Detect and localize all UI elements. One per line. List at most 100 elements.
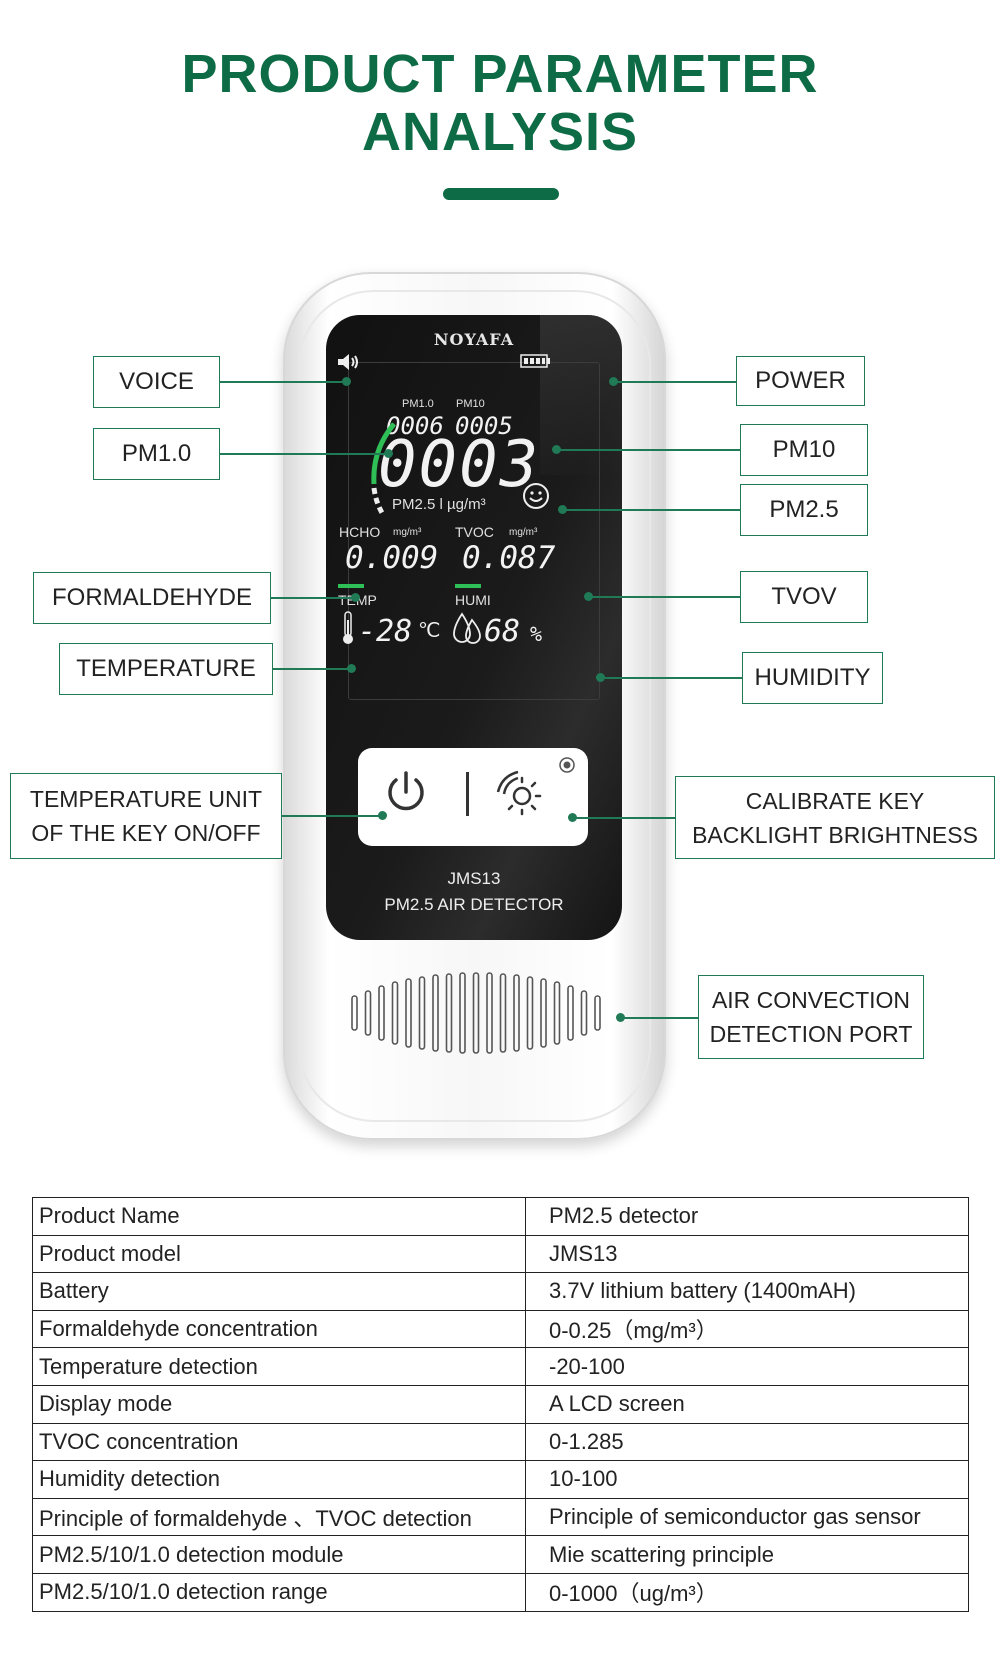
leader-dot-calibrate — [568, 813, 577, 822]
temp-unit: ℃ — [418, 618, 441, 642]
leader-formaldehyde — [271, 597, 355, 599]
leader-pm10 — [556, 449, 740, 451]
backlight-button[interactable] — [494, 768, 544, 816]
humi-label: HUMI — [455, 592, 491, 608]
title-underline — [443, 188, 559, 200]
model-name: PM2.5 AIR DETECTOR — [384, 895, 564, 914]
vent-slot — [540, 978, 547, 1048]
leader-dot-tvov — [584, 592, 593, 601]
vent-slot — [405, 978, 412, 1048]
spec-value: Mie scattering principle — [525, 1535, 969, 1574]
callout-air-port-line1: AIR CONVECTION — [711, 987, 911, 1013]
temp-value: -28 — [358, 614, 413, 649]
vent-slot — [459, 972, 466, 1054]
calibrate-key-icon[interactable] — [558, 756, 576, 774]
pm1-value: 0006 — [386, 412, 444, 440]
callout-air-port-line2: DETECTION PORT — [709, 1021, 913, 1047]
vent-slot — [391, 981, 399, 1045]
humidity-drop-icon — [453, 612, 481, 644]
leader-dot-humidity — [596, 673, 605, 682]
page-title: PRODUCT PARAMETER ANALYSIS — [0, 45, 1000, 161]
title-line-2: ANALYSIS — [361, 102, 639, 162]
leader-temperature-unit — [282, 815, 382, 817]
leader-dot-temperature-unit — [378, 811, 387, 820]
table-row: Principle of formaldehyde 、TVOC detectio… — [32, 1497, 969, 1537]
button-divider — [466, 772, 469, 816]
humi-unit: % — [530, 622, 543, 646]
spec-value: JMS13 — [525, 1234, 969, 1274]
power-button[interactable] — [382, 768, 430, 816]
spec-value: 3.7V lithium battery (1400mAH) — [525, 1272, 969, 1311]
callout-temperature-unit-line1: TEMPERATURE UNIT — [29, 786, 263, 812]
button-bar — [358, 748, 588, 846]
callout-pm1: PM1.0 — [93, 428, 220, 480]
tvoc-level-bar — [455, 584, 481, 588]
table-row: Temperature detection-20-100 — [32, 1347, 969, 1386]
callout-temperature-unit-line2: OF THE KEY ON/OFF — [31, 820, 261, 846]
callout-pm25: PM2.5 — [740, 484, 868, 536]
callout-calibrate-line1: CALIBRATE KEY — [745, 787, 925, 814]
callout-tvov: TVOV — [740, 571, 868, 623]
spec-key: Principle of formaldehyde 、TVOC detectio… — [32, 1497, 526, 1537]
spec-key: Product model — [32, 1234, 526, 1274]
pm1-label: PM1.0 — [402, 398, 434, 410]
spec-key: Battery — [32, 1272, 526, 1311]
spec-key: Humidity detection — [32, 1460, 526, 1499]
vent-slot — [378, 985, 385, 1041]
spec-key: Temperature detection — [32, 1347, 526, 1386]
spec-value: 0-0.25（mg/m³） — [525, 1309, 969, 1349]
device-bezel — [298, 290, 651, 1122]
vent-slot — [567, 985, 574, 1041]
hcho-unit: mg/m³ — [393, 527, 422, 538]
vent-slot — [526, 976, 534, 1050]
callout-temperature: TEMPERATURE — [59, 643, 273, 695]
leader-power — [612, 381, 736, 383]
vent-slot — [513, 974, 520, 1052]
spec-key: Formaldehyde concentration — [32, 1309, 526, 1349]
leader-humidity — [600, 677, 742, 679]
spec-value: -20-100 — [525, 1347, 969, 1386]
vent-slot — [553, 981, 561, 1045]
vent-slot — [499, 973, 507, 1053]
leader-pm1 — [220, 453, 388, 455]
callout-temperature-unit: TEMPERATURE UNIT OF THE KEY ON/OFF — [10, 773, 282, 859]
pm10-value: 0005 — [455, 412, 513, 440]
model-number: JMS13 — [447, 869, 501, 888]
vent-slot — [432, 974, 439, 1052]
spec-value: Principle of semiconductor gas sensor — [525, 1497, 969, 1537]
vent-slot — [418, 976, 426, 1050]
vent-slot — [364, 990, 372, 1036]
vent-slot — [486, 972, 493, 1054]
spec-value: 0-1000（ug/m³） — [525, 1572, 969, 1612]
lcd-screen — [348, 362, 600, 700]
leader-dot-air-port — [616, 1013, 625, 1022]
hcho-value: 0.009 — [345, 540, 439, 576]
vent-slot — [472, 972, 480, 1054]
hcho-label: HCHO — [339, 524, 381, 540]
pm25-value: 0003 — [378, 428, 541, 502]
leader-temperature — [273, 668, 351, 670]
callout-power: POWER — [736, 356, 865, 406]
vent-slot — [580, 990, 588, 1036]
leader-dot-power — [609, 377, 618, 386]
spec-key: TVOC concentration — [32, 1422, 526, 1462]
spec-value: A LCD screen — [525, 1384, 969, 1424]
vent-slot — [594, 995, 601, 1031]
vent-slot — [351, 995, 358, 1031]
leader-dot-pm25 — [558, 505, 567, 514]
callout-humidity: HUMIDITY — [742, 652, 883, 704]
tvoc-value: 0.087 — [462, 540, 556, 576]
spec-key: Display mode — [32, 1384, 526, 1424]
leader-voice — [220, 381, 346, 383]
vent-slot — [445, 973, 453, 1053]
